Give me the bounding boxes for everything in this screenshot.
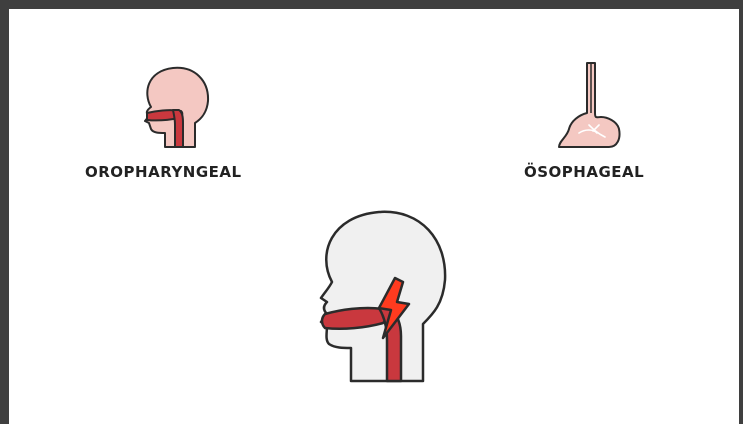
oesophageal-label: ÖSOPHAGEAL <box>524 163 644 181</box>
head-profile-throat-icon <box>129 63 219 153</box>
head-profile-throat-pain-icon <box>299 206 469 381</box>
diagram-canvas: OROPHARYNGEAL ÖSOPHAGEAL <box>9 9 739 424</box>
esophagus-stomach-icon <box>549 63 629 153</box>
oropharyngeal-label: OROPHARYNGEAL <box>85 163 242 181</box>
